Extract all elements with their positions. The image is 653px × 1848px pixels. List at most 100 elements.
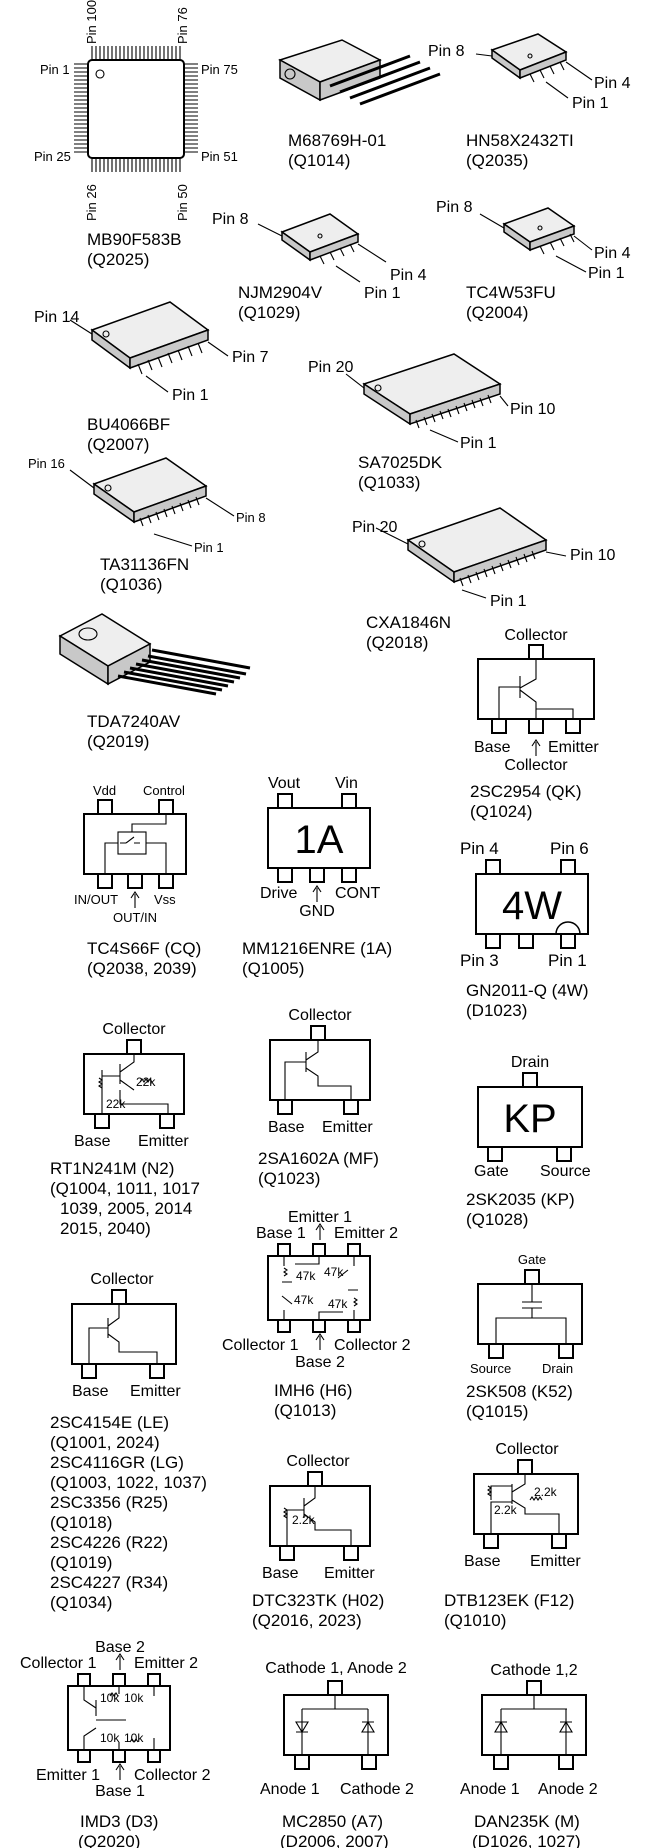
terminal-label: Gate: [518, 1252, 546, 1267]
pin-label-50: Pin 50: [175, 184, 190, 221]
terminal-label: Collector: [504, 757, 568, 774]
package-marking: 1A: [295, 818, 344, 862]
resistor-label: 2.2k: [494, 1503, 518, 1517]
terminal-label: Base: [262, 1565, 299, 1582]
terminal-label: Emitter: [322, 1119, 373, 1136]
terminal-label: Vout: [268, 775, 301, 792]
part-name: CXA1846N: [366, 613, 451, 632]
part-ref: (Q1003, 1022, 1037): [50, 1473, 207, 1492]
part-ref: (Q1004, 1011, 1017: [50, 1179, 200, 1198]
part-ref: (Q1014): [288, 151, 350, 170]
part-ref: (Q1028): [466, 1210, 528, 1229]
part-name: MB90F583B: [87, 230, 182, 249]
terminal-label: Anode 1: [460, 1781, 520, 1798]
terminal-label: Emitter 2: [334, 1225, 398, 1242]
arrow-icon: [115, 1763, 125, 1780]
pin-label: Pin 4: [594, 75, 631, 92]
part-name: MC2850 (A7): [282, 1812, 383, 1831]
pin-label: Pin 10: [570, 547, 615, 564]
part-name: 2SA1602A (MF): [258, 1149, 379, 1168]
sot23-dtb123ek: [473, 1459, 579, 1549]
pin-label: Pin 1: [460, 435, 497, 452]
qfp-package-mb90f583b: [74, 46, 198, 172]
terminal-label: Collector 2: [334, 1337, 411, 1354]
sop14-package-bu4066bf: [69, 301, 229, 393]
sot25-mm1216enre: [267, 793, 371, 883]
terminal-label: Emitter: [530, 1553, 581, 1570]
part-ref: (Q2004): [466, 303, 528, 322]
part-ref: (Q1018): [50, 1513, 112, 1532]
pin-label: Pin 14: [34, 309, 79, 326]
terminal-label: Emitter: [548, 739, 599, 756]
terminal-label: Cathode 1, Anode 2: [265, 1660, 407, 1677]
part-ref: (Q1001, 2024): [50, 1433, 160, 1452]
pin-labels-mb90f583b: Pin 100 Pin 76 Pin 1 Pin 75 Pin 25 Pin 5…: [34, 0, 238, 221]
terminal-label: Source: [540, 1163, 591, 1180]
terminal-label: Cathode 2: [340, 1781, 414, 1798]
sot23-mc2850: [283, 1680, 389, 1770]
pin-label-25: Pin 25: [34, 149, 71, 164]
part-ref: (Q1024): [470, 802, 532, 821]
resistor-label: 47k: [328, 1297, 348, 1311]
part-name: BU4066BF: [87, 415, 170, 434]
part-ref: (Q2025): [87, 250, 149, 269]
sot23-2sk2035: [477, 1072, 583, 1162]
part-name: TA31136FN: [100, 555, 189, 574]
part-ref: (Q1023): [258, 1169, 320, 1188]
part-name: 2SK2035 (KP): [466, 1190, 575, 1209]
part-ref: (Q2035): [466, 151, 528, 170]
part-name: 2SK508 (K52): [466, 1382, 573, 1401]
part-ref: (Q1015): [466, 1402, 528, 1421]
part-ref: (D1023): [466, 1001, 527, 1020]
pin-label-76: Pin 76: [175, 7, 190, 44]
sop8-package-tc4w53fu: [479, 207, 593, 273]
arrow-icon: [115, 1653, 125, 1670]
part-ref: (Q2038, 2039): [87, 959, 197, 978]
part-name: M68769H-01: [288, 131, 386, 150]
terminal-label: Base 2: [95, 1639, 145, 1656]
terminal-label: Base: [72, 1383, 109, 1400]
terminal-label: Anode 2: [538, 1781, 598, 1798]
sot6-imd3: [67, 1673, 171, 1763]
module-package-m68769h: [278, 39, 441, 106]
pin-label: Pin 20: [352, 519, 397, 536]
resistor-label: 10k: [124, 1731, 144, 1745]
pin-label: Pin 10: [510, 401, 555, 418]
terminal-label: Emitter: [130, 1383, 181, 1400]
terminal-label: Base: [474, 739, 511, 756]
terminal-label: Drain: [542, 1361, 573, 1376]
terminal-label: Collector: [288, 1007, 352, 1024]
part-name: HN58X2432TI: [466, 131, 574, 150]
part-name: MM1216ENRE (1A): [242, 939, 392, 958]
part-name: 2SC3356 (R25): [50, 1493, 168, 1512]
terminal-label: Collector: [102, 1021, 166, 1038]
resistor-label: 22k: [106, 1097, 126, 1111]
part-ref: (D1026, 1027): [472, 1832, 581, 1848]
part-name: SA7025DK: [358, 453, 443, 472]
part-name: RT1N241M (N2): [50, 1159, 174, 1178]
power-package-tda7240av: [58, 613, 251, 696]
part-name: 2SC4226 (R22): [50, 1533, 168, 1552]
pin-label-75: Pin 75: [201, 62, 238, 77]
terminal-label: Collector: [495, 1441, 559, 1458]
terminal-label: Vdd: [93, 783, 116, 798]
sot23-dan235k: [481, 1680, 587, 1770]
terminal-label: Emitter: [138, 1133, 189, 1150]
pin-label: Pin 1: [172, 387, 209, 404]
resistor-label: 47k: [324, 1265, 344, 1279]
terminal-label: Pin 3: [460, 951, 499, 970]
terminal-label: Gate: [474, 1163, 509, 1180]
part-ref: (Q2016, 2023): [252, 1611, 362, 1630]
sot23-rt1n241m: [83, 1039, 185, 1129]
terminal-label: Drain: [511, 1054, 549, 1071]
resistor-label: 2.2k: [292, 1513, 316, 1527]
terminal-label: Base: [464, 1553, 501, 1570]
pin-label-100: Pin 100: [84, 0, 99, 44]
terminal-label: Source: [470, 1361, 511, 1376]
part-ref: (Q1033): [358, 473, 420, 492]
terminal-label: OUT/IN: [113, 910, 157, 925]
part-name: DTB123EK (F12): [444, 1591, 574, 1610]
terminal-label: Collector: [286, 1453, 350, 1470]
arrow-icon: [531, 739, 541, 756]
part-name: IMH6 (H6): [274, 1381, 352, 1400]
